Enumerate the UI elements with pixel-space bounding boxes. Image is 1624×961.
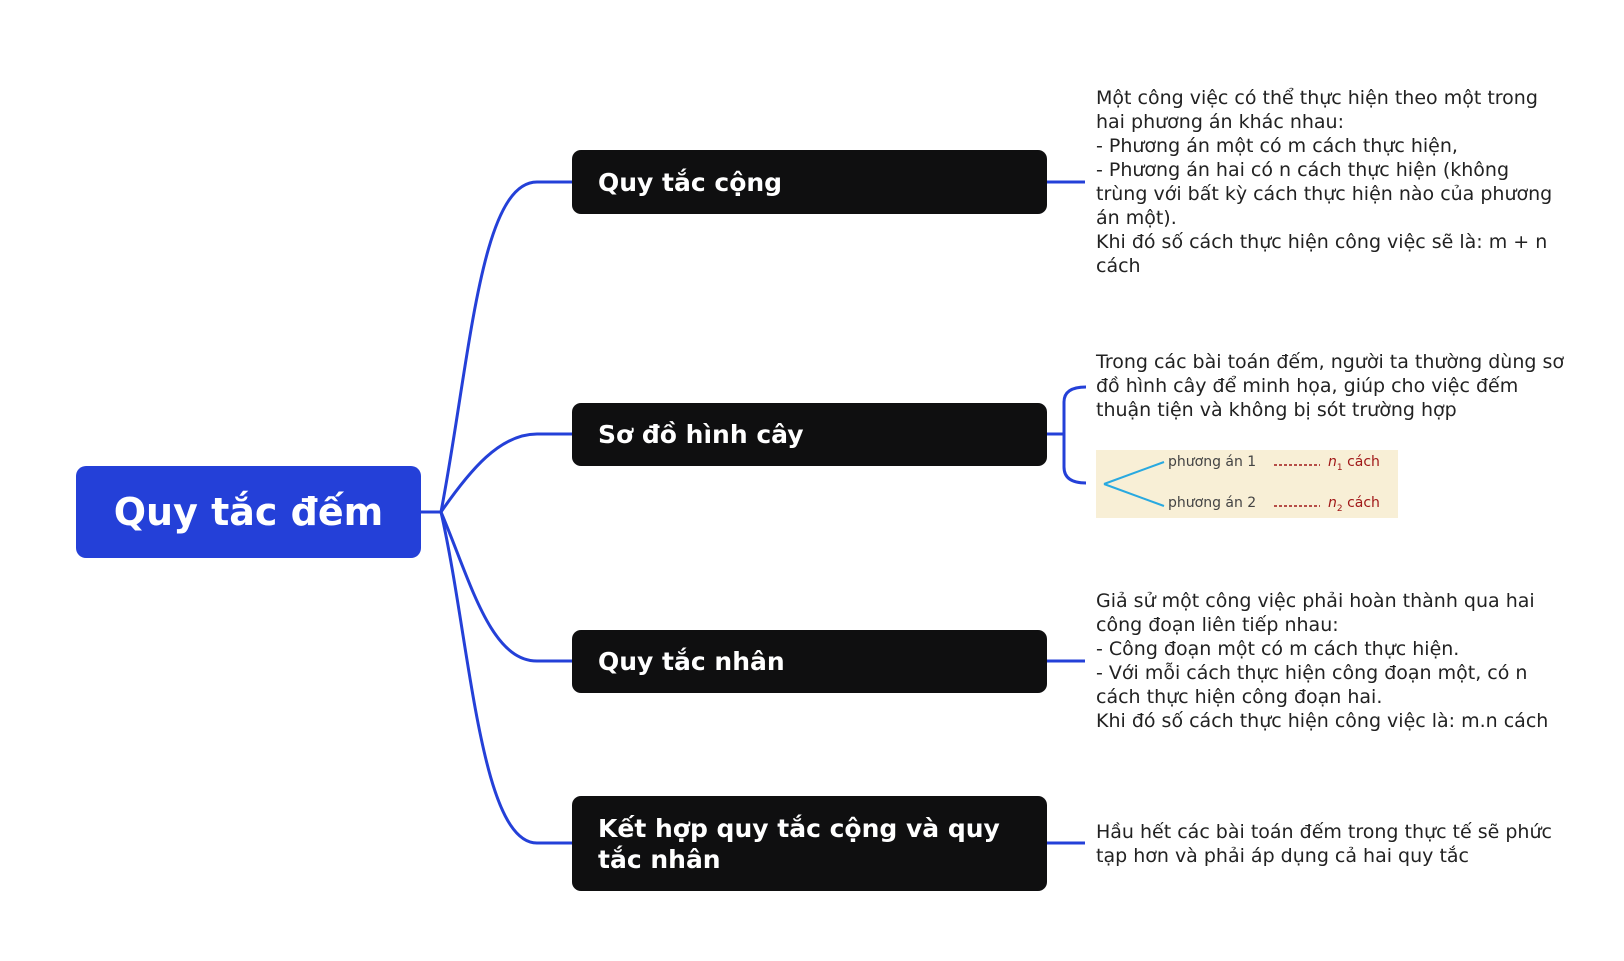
branch-label: Quy tắc nhân bbox=[598, 647, 785, 676]
branch-quy-tac-cong[interactable]: Quy tắc cộng bbox=[572, 150, 1047, 214]
branch-label: Sơ đồ hình cây bbox=[598, 420, 804, 449]
branch-label: Kết hợp quy tắc cộng và quy tắc nhân bbox=[598, 813, 1000, 874]
note-ket-hop: Hầu hết các bài toán đếm trong thực tế s… bbox=[1096, 821, 1552, 867]
edge-to-quy-tac-nhan bbox=[439, 511, 572, 663]
edge-to-ket-hop bbox=[439, 511, 572, 845]
branch-quy-tac-nhan[interactable]: Quy tắc nhân bbox=[572, 630, 1047, 693]
branch-so-do-hinh-cay[interactable]: Sơ đồ hình cây bbox=[572, 403, 1047, 466]
branch-ket-hop[interactable]: Kết hợp quy tắc cộng và quy tắc nhân bbox=[572, 796, 1047, 891]
root-node[interactable]: Quy tắc đếm bbox=[76, 466, 421, 558]
edge-to-quy-tac-cong bbox=[439, 180, 572, 513]
note-quy-tac-cong: Một công việc có thể thực hiện theo một … bbox=[1096, 87, 1553, 277]
edge-to-so-do-hinh-cay bbox=[439, 432, 572, 513]
tree-result-2: n2 cách bbox=[1328, 495, 1380, 514]
tree-option-1: phương án 1 bbox=[1168, 454, 1257, 470]
edge-note-2-bracket bbox=[1062, 385, 1087, 485]
tree-diagram-image: phương án 1 phương án 2 n1 cách n2 cách bbox=[1096, 450, 1398, 518]
note-quy-tac-nhan: Giả sử một công việc phải hoàn thành qua… bbox=[1096, 590, 1549, 732]
tree-option-2: phương án 2 bbox=[1168, 495, 1257, 511]
tree-result-1: n1 cách bbox=[1328, 454, 1380, 473]
branch-label: Quy tắc cộng bbox=[598, 167, 783, 197]
tree-lines bbox=[1103, 461, 1320, 507]
note-so-do-hinh-cay: Trong các bài toán đếm, người ta thường … bbox=[1096, 351, 1564, 421]
